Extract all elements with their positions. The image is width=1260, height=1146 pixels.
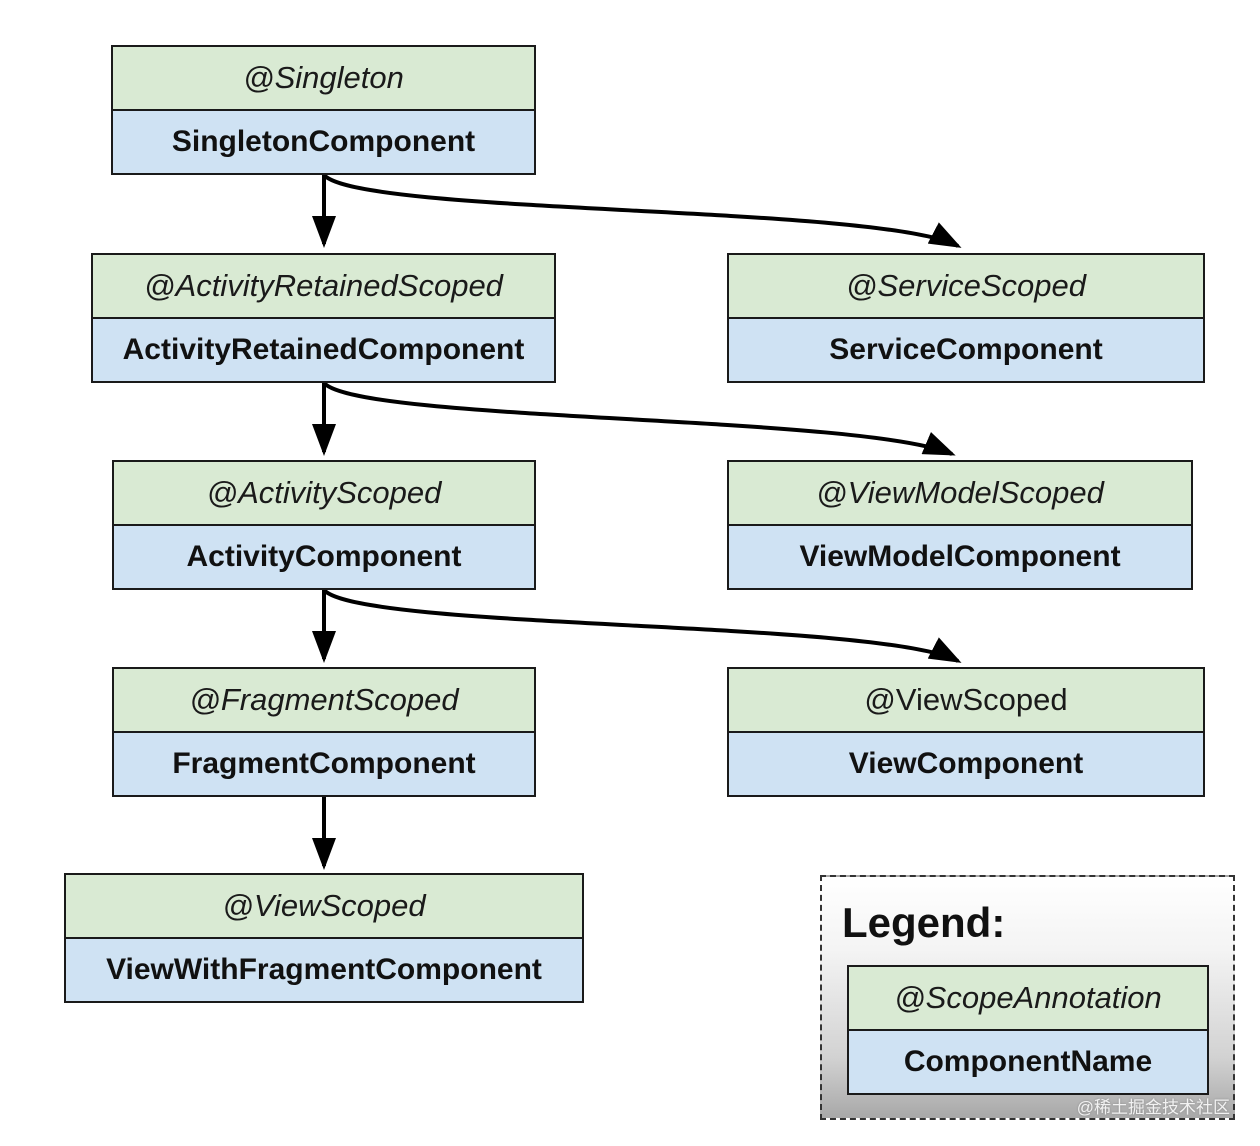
component-name-label: ViewWithFragmentComponent: [66, 939, 582, 1001]
node-service-component: @ServiceScoped ServiceComponent: [727, 253, 1205, 383]
component-name-label: ServiceComponent: [729, 319, 1203, 381]
component-name-label: ActivityComponent: [114, 526, 534, 588]
scope-annotation-label: @ViewScoped: [729, 669, 1203, 733]
legend-scope-annotation-label: @ScopeAnnotation: [849, 967, 1207, 1031]
scope-annotation-label: @ViewModelScoped: [729, 462, 1191, 526]
node-viewmodel-component: @ViewModelScoped ViewModelComponent: [727, 460, 1193, 590]
component-name-label: SingletonComponent: [113, 111, 534, 173]
node-activity-component: @ActivityScoped ActivityComponent: [112, 460, 536, 590]
node-activity-retained-component: @ActivityRetainedScoped ActivityRetained…: [91, 253, 556, 383]
legend-title: Legend:: [842, 899, 1006, 946]
legend: Legend: @ScopeAnnotation ComponentName: [820, 875, 1235, 1120]
node-singleton-component: @Singleton SingletonComponent: [111, 45, 536, 175]
legend-component-name-label: ComponentName: [849, 1031, 1207, 1093]
scope-annotation-label: @ActivityRetainedScoped: [93, 255, 554, 319]
scope-annotation-label: @Singleton: [113, 47, 534, 111]
component-name-label: ViewModelComponent: [729, 526, 1191, 588]
component-name-label: ActivityRetainedComponent: [93, 319, 554, 381]
edge-activity-to-view: [322, 588, 962, 663]
scope-annotation-label: @ViewScoped: [66, 875, 582, 939]
component-name-label: FragmentComponent: [114, 733, 534, 795]
scope-annotation-label: @ServiceScoped: [729, 255, 1203, 319]
node-view-with-fragment-component: @ViewScoped ViewWithFragmentComponent: [64, 873, 584, 1003]
scope-annotation-label: @FragmentScoped: [114, 669, 534, 733]
scope-annotation-label: @ActivityScoped: [114, 462, 534, 526]
node-fragment-component: @FragmentScoped FragmentComponent: [112, 667, 536, 797]
watermark: @稀土掘金技术社区: [1076, 1098, 1230, 1117]
edge-singleton-to-service: [322, 173, 962, 248]
edge-activity-retained-to-viewmodel: [322, 381, 956, 456]
node-view-component: @ViewScoped ViewComponent: [727, 667, 1205, 797]
component-name-label: ViewComponent: [729, 733, 1203, 795]
legend-sample-node: @ScopeAnnotation ComponentName: [847, 965, 1209, 1095]
